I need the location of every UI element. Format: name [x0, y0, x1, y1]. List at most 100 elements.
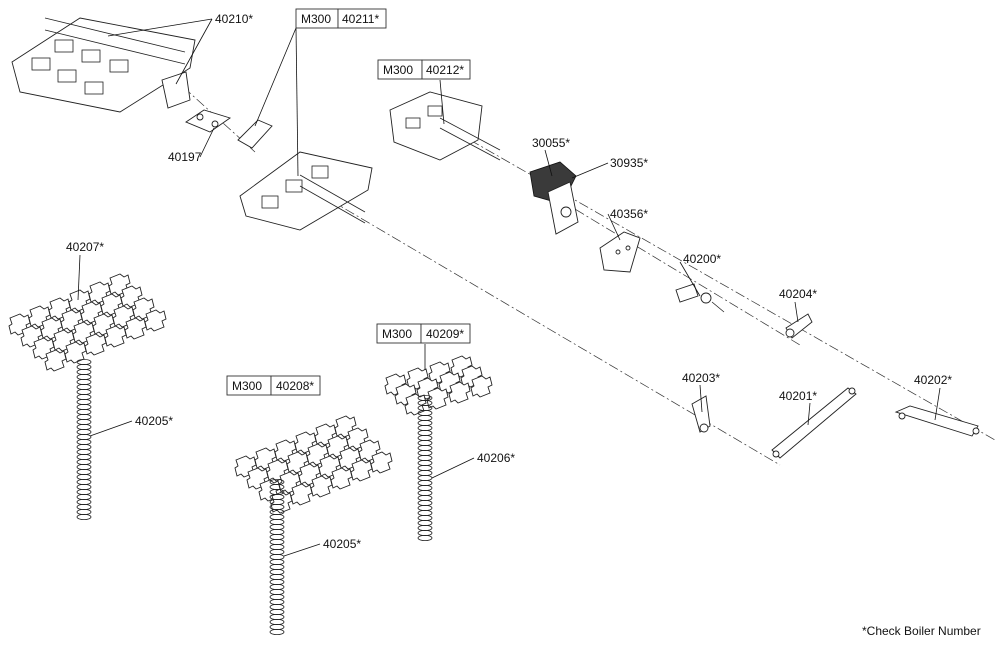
spring-coil [269, 629, 285, 636]
grate-piece [44, 349, 67, 372]
spring-coil [269, 624, 285, 631]
spring-coil [417, 464, 433, 471]
label-40205-lower: 40205* [323, 537, 361, 551]
assembly-axis-lines [169, 74, 996, 466]
spring-coil [417, 484, 433, 491]
spring-coil [417, 520, 433, 527]
spring-coil [417, 439, 433, 446]
grate-frame-40212-drawing [389, 91, 501, 161]
spring-coil [76, 483, 92, 490]
grate-frame-40211-drawing [237, 119, 373, 231]
spring-coil [417, 494, 433, 501]
spring-coil [76, 423, 92, 430]
spring-coil [417, 454, 433, 461]
spring-coil [269, 559, 285, 566]
spring-coil [269, 554, 285, 561]
spring-coil [76, 413, 92, 420]
label-40201: 40201* [779, 389, 817, 403]
spring-coil [269, 589, 285, 596]
spring-coil [76, 463, 92, 470]
spring-coil [269, 564, 285, 571]
spring-coil [417, 504, 433, 511]
spring-coil [417, 459, 433, 466]
label-40209-model: M300 [382, 327, 412, 341]
grate-piece [310, 475, 333, 498]
spring-coil [76, 408, 92, 415]
label-30055: 30055* [532, 136, 570, 150]
spring-coil [76, 478, 92, 485]
spring-coil [417, 469, 433, 476]
spring-coil [76, 453, 92, 460]
spring-coil [417, 535, 433, 542]
spring-coil [76, 373, 92, 380]
part-box-40212 [377, 59, 471, 80]
spring-coil [269, 544, 285, 551]
grate-piece [64, 341, 87, 364]
part-box-40209 [376, 323, 471, 344]
spring-coil [417, 474, 433, 481]
spring-coil [269, 584, 285, 591]
footnote: *Check Boiler Number [862, 624, 981, 638]
spring-coil [417, 429, 433, 436]
grate-pieces-40209-drawing [384, 355, 493, 416]
spring-40206-drawing [417, 394, 433, 542]
label-40205-upper: 40205* [135, 414, 173, 428]
spring-coil [417, 449, 433, 456]
label-40209: 40209* [426, 327, 464, 341]
spring-coil [417, 509, 433, 516]
spring-coil [417, 479, 433, 486]
spring-coil [269, 574, 285, 581]
label-40211: 40211* [342, 12, 379, 26]
spring-coil [269, 619, 285, 626]
mount-plate-40356-drawing [599, 231, 641, 273]
bracket-40197-drawing [185, 109, 232, 133]
spring-coil [269, 604, 285, 611]
grate-piece [144, 309, 167, 332]
spring-coil [269, 524, 285, 531]
grate-frame-40210-drawing [11, 17, 196, 113]
label-40212-model: M300 [383, 63, 413, 77]
spring-coil [269, 614, 285, 621]
link-bar-40201-drawing [771, 387, 857, 459]
spring-coil [269, 599, 285, 606]
spring-coil [76, 443, 92, 450]
spring-coil [76, 458, 92, 465]
label-40356: 40356* [610, 207, 648, 221]
spring-coil [76, 363, 92, 370]
grate-pieces-40208-drawing [234, 415, 393, 514]
spring-coil [269, 519, 285, 526]
label-40207: 40207* [66, 240, 104, 254]
spring-coil [417, 414, 433, 421]
spring-40205-lower-drawing [269, 478, 285, 636]
spring-coil [269, 529, 285, 536]
spring-coil [417, 434, 433, 441]
spring-coil [417, 525, 433, 532]
spring-coil [76, 503, 92, 510]
spring-coil [269, 579, 285, 586]
label-40208: 40208* [276, 379, 314, 393]
spring-coil [269, 534, 285, 541]
spring-coil [417, 489, 433, 496]
spring-40205-drawing [76, 358, 92, 521]
grate-piece [350, 459, 373, 482]
grate-piece [330, 467, 353, 490]
spring-coil [76, 368, 92, 375]
lever-40204-drawing [785, 313, 813, 339]
spring-coil [417, 424, 433, 431]
part-box-40208 [226, 375, 321, 396]
spring-coil [269, 569, 285, 576]
spring-coil [76, 418, 92, 425]
spring-coil [76, 433, 92, 440]
label-40204: 40204* [779, 287, 817, 301]
spring-coil [76, 508, 92, 515]
spring-coil [76, 383, 92, 390]
grate-piece [470, 375, 493, 398]
spring-coil [76, 473, 92, 480]
label-40212: 40212* [426, 63, 464, 77]
spring-coil [76, 448, 92, 455]
label-30935: 30935* [610, 156, 648, 170]
spring-coil [76, 428, 92, 435]
spring-coil [76, 358, 92, 365]
